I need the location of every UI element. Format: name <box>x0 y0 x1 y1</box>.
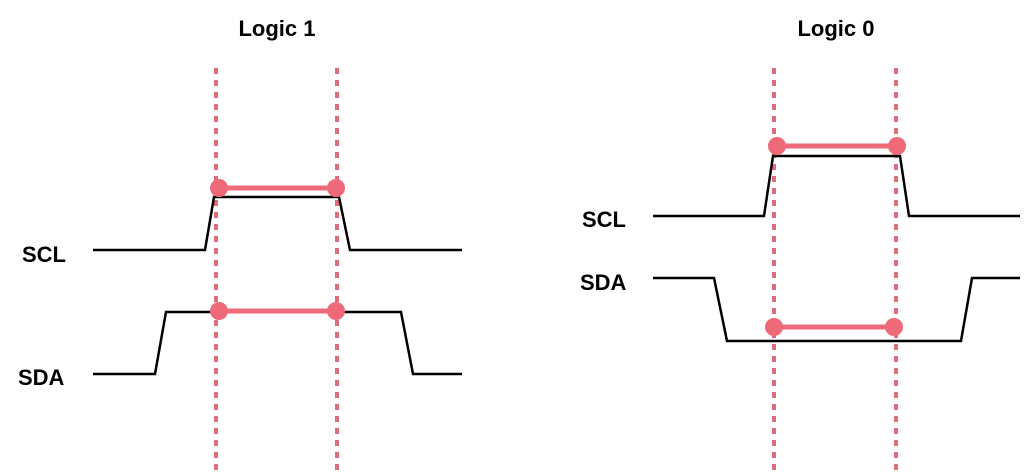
sda-waveform <box>93 310 462 376</box>
scl-waveform <box>93 195 462 252</box>
scl-label: SCL <box>582 207 626 232</box>
sda-waveform <box>653 276 1020 343</box>
scl-waveform <box>653 154 1020 218</box>
sda-hold-start-marker <box>765 318 783 336</box>
sda-hold-start-marker <box>210 302 228 320</box>
scl-hold-start-marker <box>768 137 786 155</box>
panel-title: Logic 0 <box>797 16 874 41</box>
sda-hold-end-marker <box>885 318 903 336</box>
scl-hold-end-marker <box>888 137 906 155</box>
scl-hold-start-marker <box>210 179 228 197</box>
panel-logic-0: Logic 0 SCL SDA <box>580 16 1020 474</box>
sda-label: SDA <box>18 365 65 390</box>
panel-logic-1: Logic 1 SCL SDA <box>18 16 462 474</box>
sda-label: SDA <box>580 270 627 295</box>
scl-label: SCL <box>22 242 66 267</box>
scl-hold-end-marker <box>327 179 345 197</box>
sda-hold-end-marker <box>327 302 345 320</box>
panel-title: Logic 1 <box>238 16 315 41</box>
